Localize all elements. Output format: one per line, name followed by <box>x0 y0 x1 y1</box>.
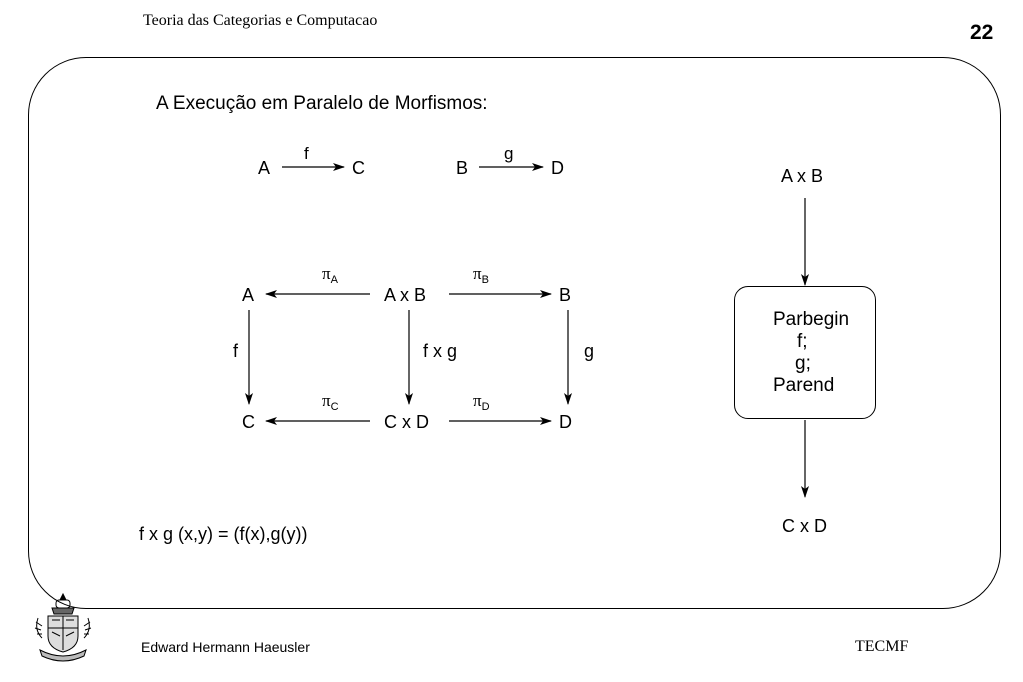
page-number: 22 <box>970 21 994 44</box>
node-c: C <box>242 412 255 432</box>
box-line-parbegin: Parbegin <box>773 309 850 330</box>
node-d: D <box>559 412 572 432</box>
label-g-vertical: g <box>584 341 595 361</box>
header-title: Teoria das Categorias e Computacao <box>143 12 378 29</box>
formula: f x g (x,y) = (f(x),g(y)) <box>139 524 308 544</box>
top-f-source: A <box>258 158 271 178</box>
top-g-source: B <box>456 158 469 178</box>
label-fxg-vertical: f x g <box>423 341 458 361</box>
parbegin-box: Parbegin f; g; Parend <box>734 286 876 419</box>
label-pi-c: πC <box>322 391 339 413</box>
label-pi-a: πA <box>322 264 338 286</box>
label-f-vertical: f <box>233 341 239 361</box>
footer-author: Edward Hermann Haeusler <box>141 639 310 655</box>
slide-heading: A Execução em Paralelo de Morfismos: <box>156 93 488 114</box>
flow-bottom-node: C x D <box>782 516 827 536</box>
label-pi-b: πB <box>473 264 489 286</box>
slide-frame <box>28 57 1001 609</box>
node-a: A <box>242 285 255 305</box>
label-pi-d: πD <box>473 391 490 413</box>
university-seal-icon <box>34 592 92 662</box>
flow-top-node: A x B <box>781 166 824 186</box>
box-line-parend: Parend <box>773 375 835 396</box>
top-f-label: f <box>304 144 309 163</box>
node-b: B <box>559 285 572 305</box>
top-g-label: g <box>504 144 514 163</box>
node-cxd: C x D <box>384 412 429 432</box>
box-line-f: f; <box>797 331 808 352</box>
footer-label: TECMF <box>855 638 909 655</box>
node-axb: A x B <box>384 285 427 305</box>
box-line-g: g; <box>795 353 811 374</box>
top-g-target: D <box>551 158 564 178</box>
top-f-target: C <box>352 158 365 178</box>
